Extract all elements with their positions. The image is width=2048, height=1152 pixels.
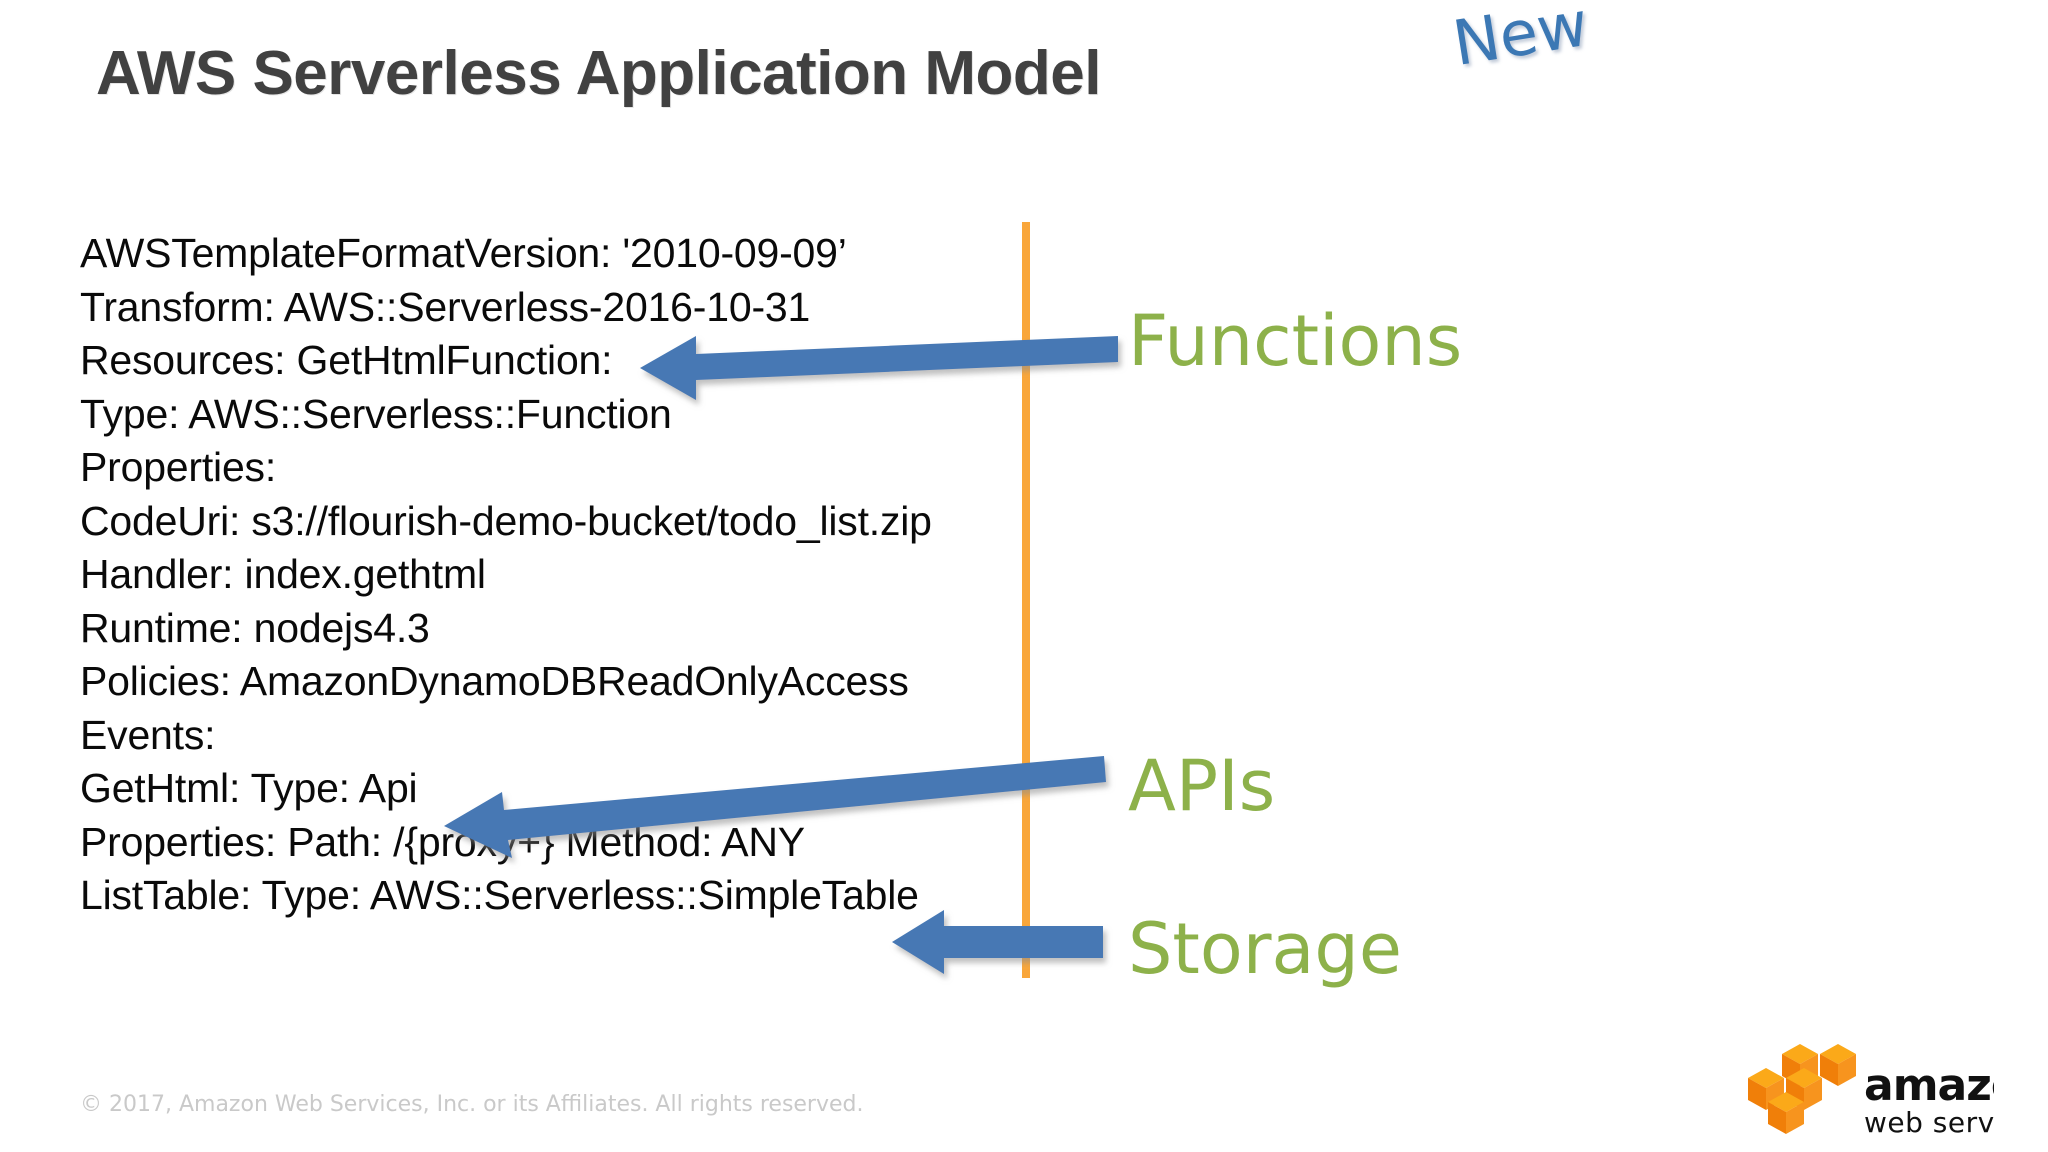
aws-logo-wordmark-webservices: web services [1864, 1106, 1994, 1138]
code-line: Runtime: nodejs4.3 [80, 604, 430, 651]
footer-copyright: © 2017, Amazon Web Services, Inc. or its… [80, 1092, 864, 1117]
yaml-code-block: AWSTemplateFormatVersion: '2010-09-09’ T… [80, 227, 1040, 923]
code-line: Transform: AWS::Serverless-2016-10-31 [80, 283, 811, 330]
code-line: ListTable: Type: AWS::Serverless::Simple… [80, 872, 919, 918]
aws-logo: amazon web services [1748, 1044, 1994, 1138]
code-line: Properties: Path: /{proxy+} Method: ANY [80, 818, 805, 865]
code-line: CodeUri: s3://flourish-demo-bucket/todo_… [80, 497, 932, 544]
aws-cubes-icon [1748, 1044, 1856, 1134]
code-line: Policies: AmazonDynamoDBReadOnlyAccess [80, 658, 909, 704]
callout-label-functions: Functions [1128, 300, 1463, 382]
new-badge: New [1448, 0, 1593, 81]
callout-label-apis: APIs [1128, 745, 1276, 827]
page-title: AWS Serverless Application Model [96, 39, 1101, 108]
code-line: Events: [80, 711, 216, 758]
code-line: Type: AWS::Serverless::Function [80, 390, 672, 437]
aws-logo-wordmark-amazon: amazon [1864, 1060, 1994, 1111]
callout-label-storage: Storage [1128, 908, 1402, 990]
vertical-orange-divider [1022, 222, 1030, 978]
code-line: Resources: GetHtmlFunction: [80, 337, 613, 383]
code-line: AWSTemplateFormatVersion: '2010-09-09’ [80, 230, 847, 276]
code-line: GetHtml: Type: Api [80, 765, 418, 811]
code-line: Properties: [80, 444, 277, 490]
code-line: Handler: index.gethtml [80, 551, 486, 597]
